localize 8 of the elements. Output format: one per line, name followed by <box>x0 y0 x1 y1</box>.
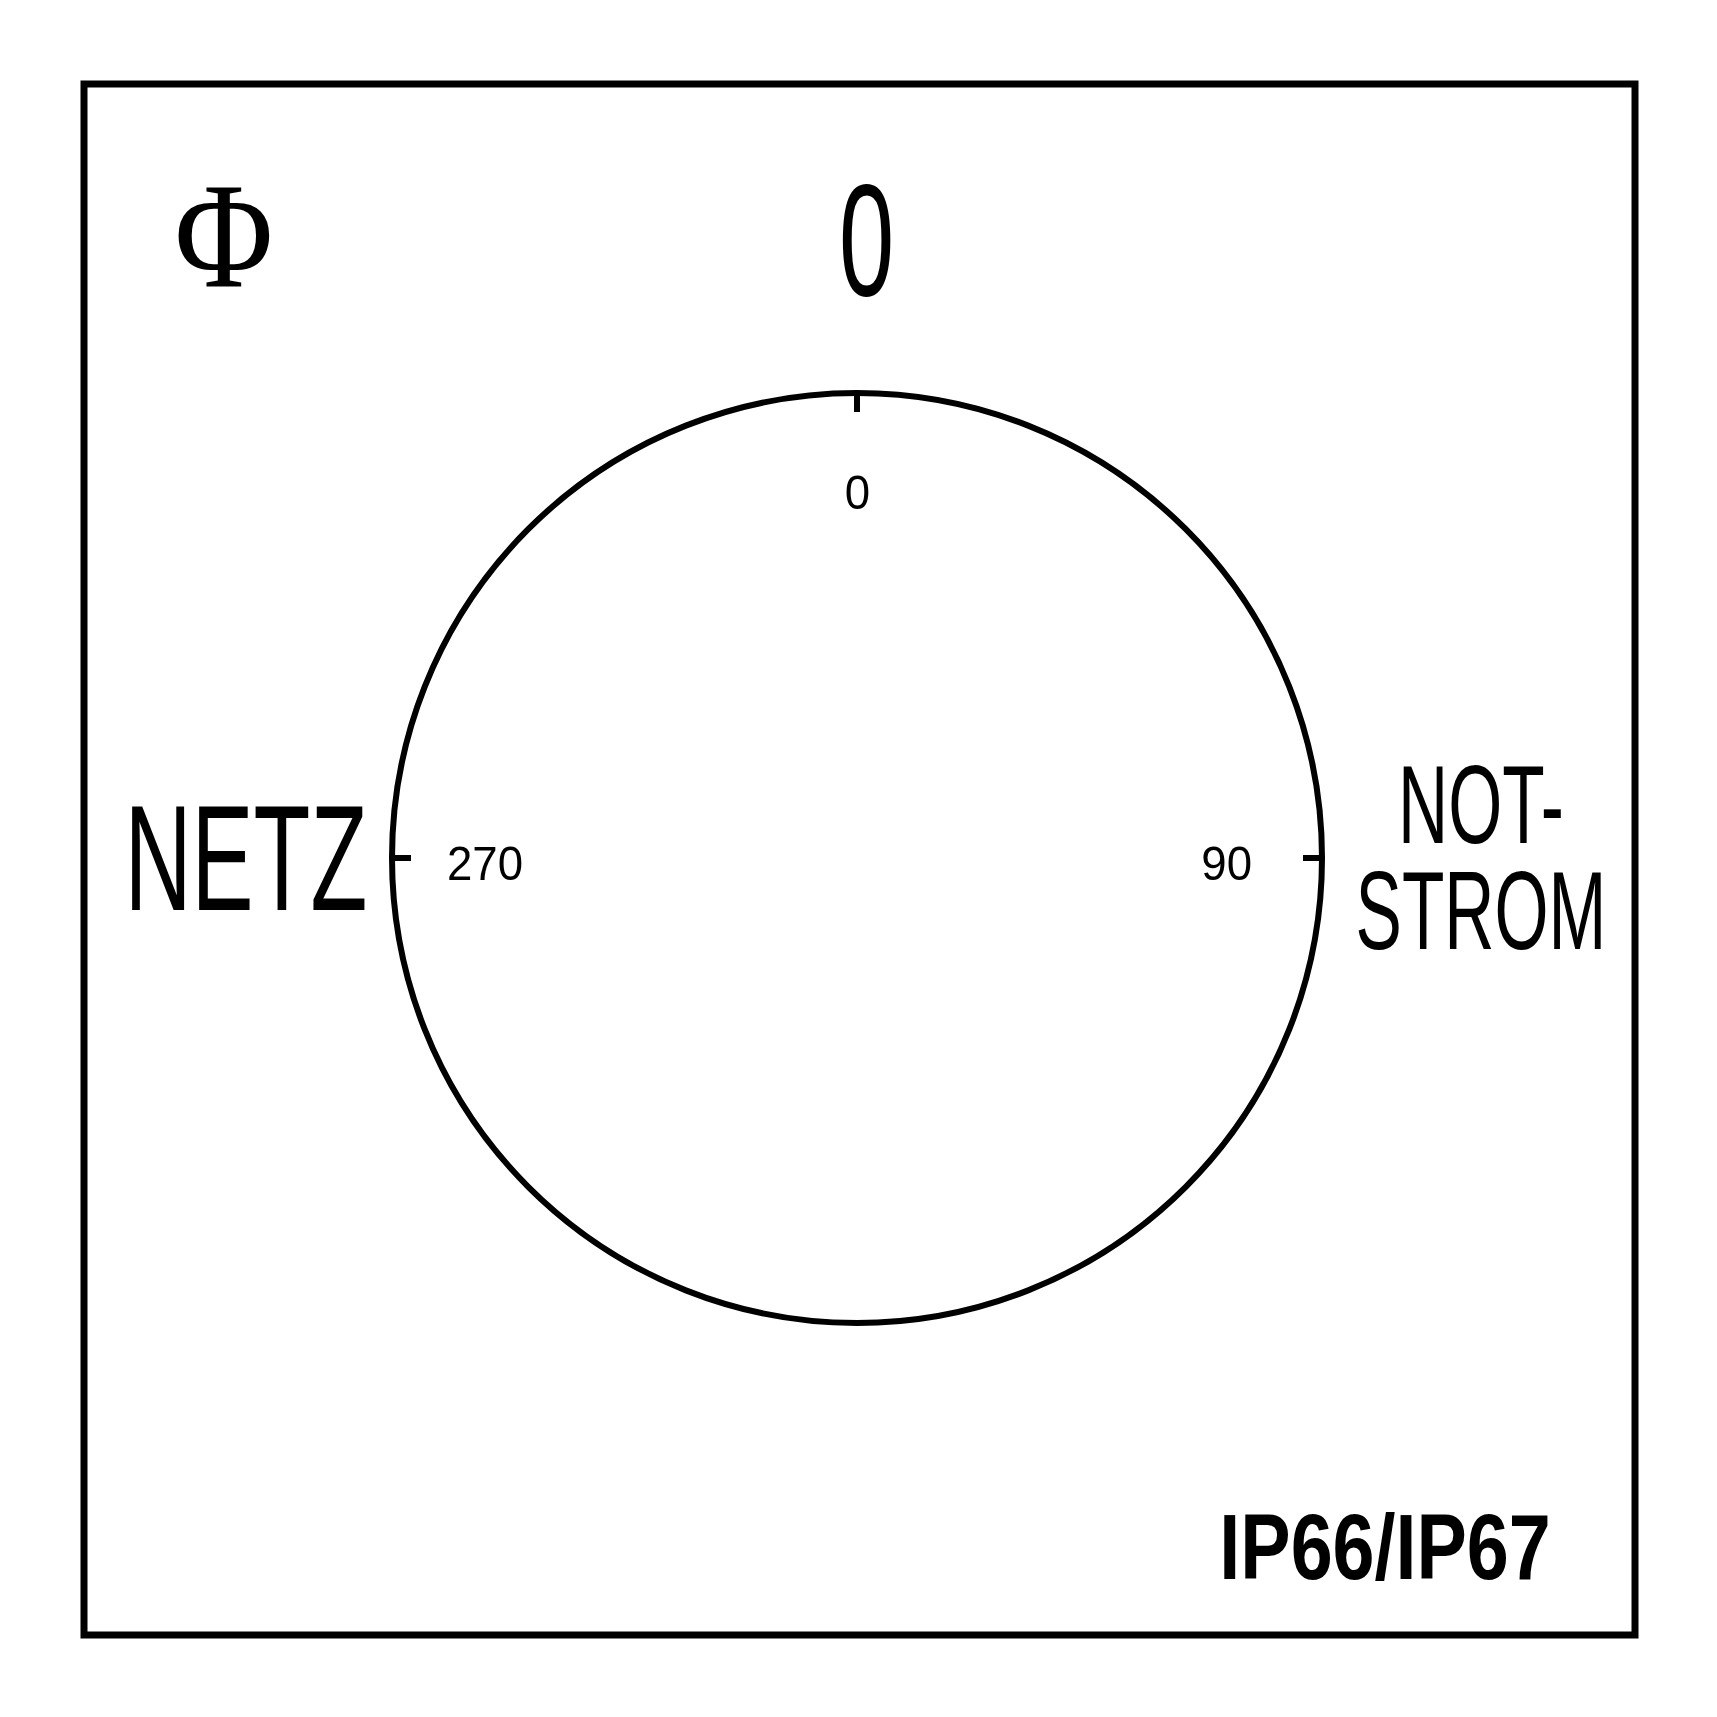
angle-label: 90 <box>1200 840 1252 888</box>
phase-symbol: Φ <box>174 160 274 310</box>
position-label: NOT- STROM <box>1354 751 1608 965</box>
angle-label: 0 <box>844 469 870 517</box>
angle-label: 270 <box>447 840 524 888</box>
protection-rating-label: IP66/IP67 <box>1219 1501 1551 1593</box>
position-label: NETZ <box>124 783 368 933</box>
position-label: 0 <box>838 160 894 320</box>
